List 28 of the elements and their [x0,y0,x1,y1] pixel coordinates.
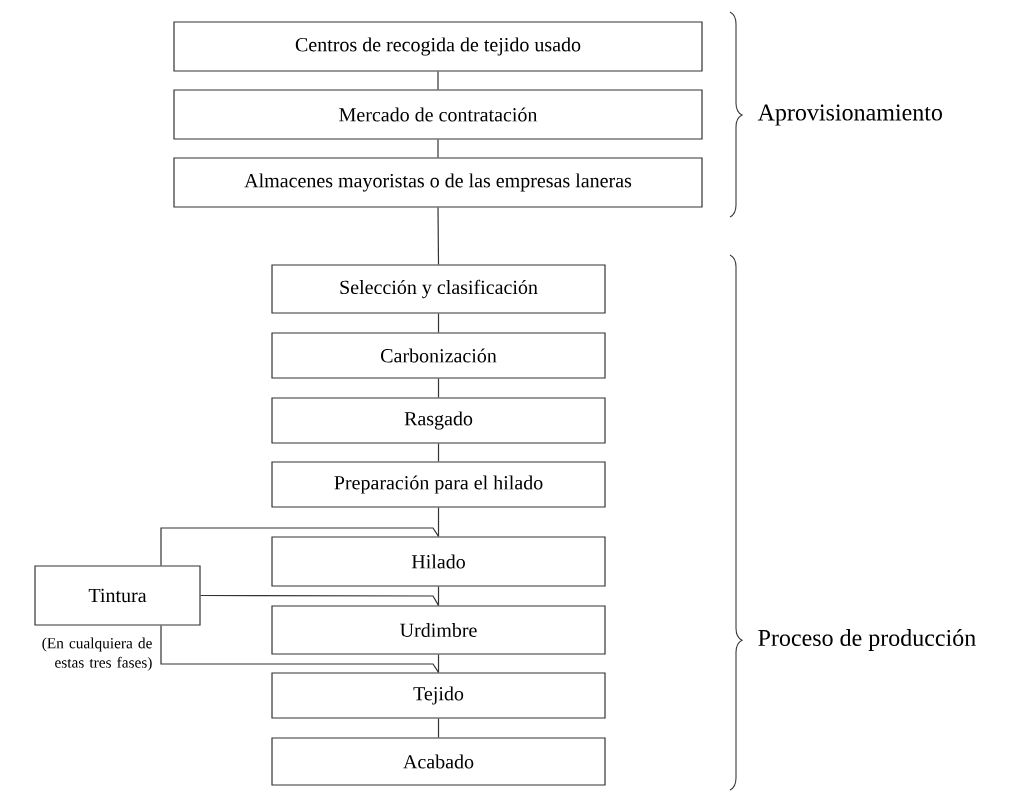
connector-line [437,586,440,606]
process-box: Preparación para el hilado [271,461,606,508]
connector-line [200,594,440,606]
connector-line [160,625,440,673]
process-box: Tintura [34,565,201,626]
process-box: Carbonización [271,332,606,379]
process-box: Rasgado [271,397,606,444]
process-box: Almacenes mayoristas o de las empresas laneras [173,157,703,208]
process-box: Mercado de contratación [173,89,703,140]
note-text: (En cualquiera de estas tres fases) [42,637,152,671]
process-box: Tejido [271,672,606,719]
connector-line [437,507,440,537]
connector-line [437,718,440,738]
section-label: Proceso de producción [758,629,976,651]
connector-line [160,527,440,566]
process-box: Centros de recogida de tejido usado [173,21,703,72]
connector-line [437,139,439,158]
process-box: Selección y clasificación [271,264,606,314]
connector-line [437,378,440,398]
process-box: Hilado [271,536,606,587]
process-box: Acabado [271,737,606,786]
connector-line [437,443,440,462]
section-label: Aprovisionamiento [757,104,942,126]
connector-line [437,654,440,673]
connector-line [437,207,440,265]
connector-line [437,71,439,90]
process-box: Urdimbre [271,605,606,655]
connector-line [437,313,440,333]
